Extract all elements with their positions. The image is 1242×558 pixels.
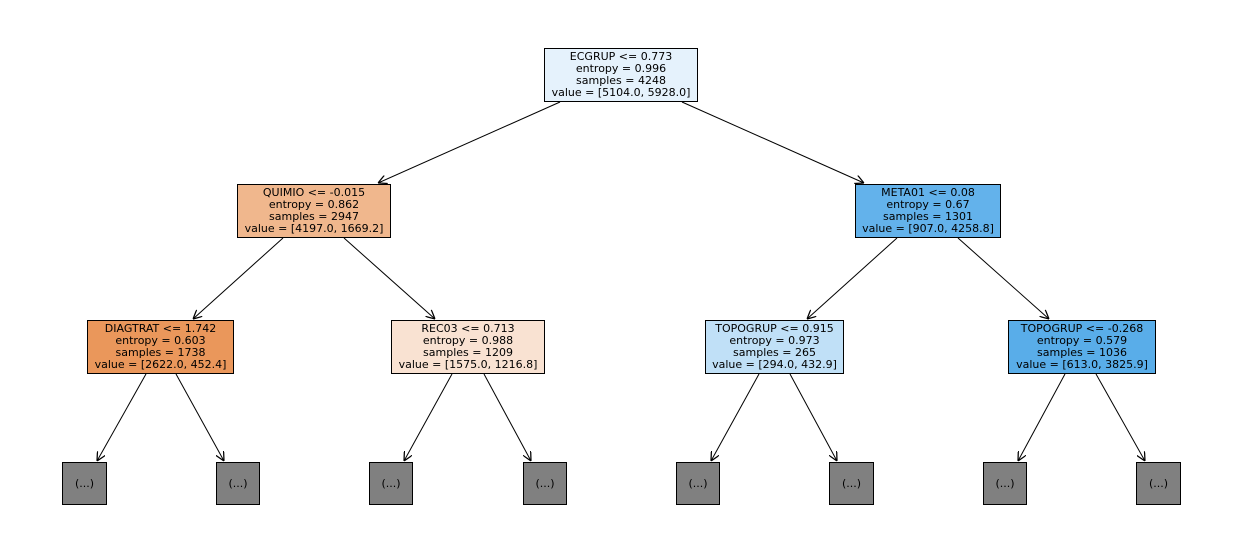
- node-line: TOPOGRUP <= 0.915: [715, 322, 834, 335]
- node-line: QUIMIO <= -0.015: [262, 186, 366, 199]
- node-line: DIAGTRAT <= 1.742: [104, 322, 217, 335]
- node-line: samples = 1738: [115, 346, 206, 359]
- node-line: samples = 4248: [576, 74, 666, 87]
- node-line: (...): [74, 476, 95, 490]
- leaf-node-l7: (...): [983, 462, 1027, 505]
- node-line: value = [907.0, 4258.8]: [862, 222, 994, 235]
- edge-n4-l3: [404, 373, 453, 461]
- edge-n6-l8: [1095, 373, 1145, 461]
- node-line: entropy = 0.973: [729, 334, 820, 347]
- node-line: ECGRUP <= 0.773: [569, 50, 673, 63]
- node-line: (...): [995, 476, 1015, 490]
- node-line: value = [613.0, 3825.9]: [1016, 358, 1148, 371]
- node-line: (...): [688, 476, 708, 490]
- leaf-node-l5: (...): [676, 462, 720, 505]
- edge-n1-n4: [343, 237, 435, 319]
- edge-root-n2: [681, 101, 864, 183]
- edge-n3-l1: [97, 373, 147, 461]
- edge-root-n1: [378, 101, 561, 183]
- node-line: entropy = 0.67: [886, 198, 970, 211]
- node-line: entropy = 0.988: [422, 334, 514, 347]
- edge-n4-l4: [483, 373, 531, 461]
- node-line: REC03 <= 0.713: [421, 322, 515, 335]
- node-line: META01 <= 0.08: [881, 186, 975, 199]
- edge-n5-l5: [711, 373, 760, 461]
- leaf-node-l6: (...): [829, 462, 874, 505]
- node-line: samples = 265: [733, 346, 816, 359]
- node-line: (...): [1148, 476, 1169, 490]
- node-line: value = [5104.0, 5928.0]: [551, 86, 691, 99]
- edge-n6-l7: [1018, 373, 1066, 461]
- node-line: TOPOGRUP <= -0.268: [1020, 322, 1144, 335]
- edge-n3-l2: [175, 373, 224, 461]
- node-line: value = [294.0, 432.9]: [712, 358, 837, 371]
- node-line: (...): [841, 476, 862, 490]
- leaf-node-l1: (...): [62, 462, 107, 505]
- node-line: value = [4197.0, 1669.2]: [244, 222, 384, 235]
- node-line: samples = 1036: [1037, 346, 1127, 359]
- node-line: samples = 1301: [883, 210, 973, 223]
- node-line: entropy = 0.996: [575, 62, 667, 75]
- node-line: (...): [381, 476, 401, 490]
- node-line: (...): [535, 476, 555, 490]
- edge-n2-n6: [957, 237, 1049, 319]
- leaf-node-l8: (...): [1136, 462, 1181, 505]
- node-line: samples = 2947: [269, 210, 359, 223]
- leaf-node-l3: (...): [369, 462, 413, 505]
- leaf-node-l4: (...): [523, 462, 567, 505]
- node-line: entropy = 0.579: [1036, 334, 1128, 347]
- node-line: (...): [228, 476, 248, 490]
- edge-n5-l6: [789, 373, 837, 461]
- node-line: entropy = 0.603: [115, 334, 206, 347]
- node-line: samples = 1209: [423, 346, 513, 359]
- node-line: value = [1575.0, 1216.8]: [398, 358, 538, 371]
- leaf-node-l2: (...): [216, 462, 260, 505]
- edge-n2-n5: [807, 237, 898, 319]
- node-line: value = [2622.0, 452.4]: [94, 358, 227, 371]
- edge-n1-n3: [193, 237, 284, 319]
- node-line: entropy = 0.862: [268, 198, 360, 211]
